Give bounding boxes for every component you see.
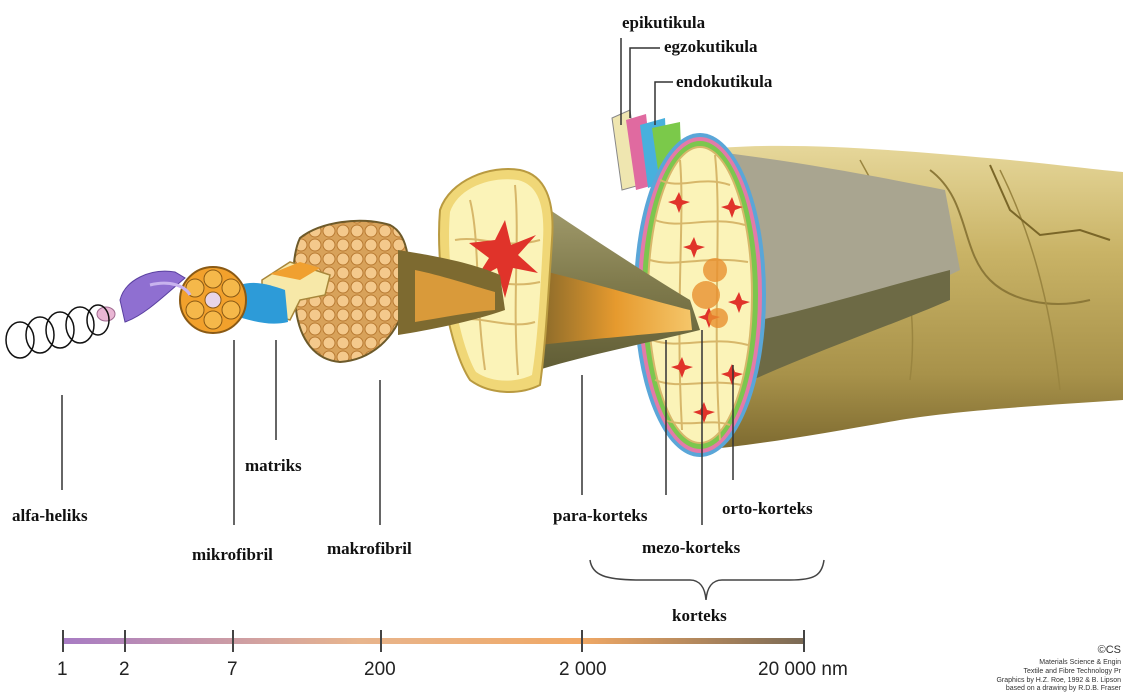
- label-para-korteks: para-korteks: [553, 507, 647, 524]
- scale-tick-label: 20 000 nm: [758, 660, 848, 679]
- credit-line: Materials Science & Engin: [1039, 659, 1121, 666]
- scale-tick-label: 2 000: [559, 660, 607, 679]
- label-mikrofibril: mikrofibril: [192, 546, 273, 563]
- label-mezo-korteks: mezo-korteks: [642, 539, 740, 556]
- label-egzokutikula: egzokutikula: [664, 38, 758, 55]
- scale-tick-label: 7: [227, 660, 238, 679]
- label-orto-korteks: orto-korteks: [722, 500, 813, 517]
- credit-line: Graphics by H.Z. Roe, 1992 & B. Lipson: [996, 677, 1121, 684]
- protofibril-tube: [97, 271, 190, 322]
- scale-tick-label: 200: [364, 660, 396, 679]
- label-korteks: korteks: [672, 607, 727, 624]
- credit-line: based on a drawing by R.D.B. Fraser: [1006, 685, 1121, 692]
- label-makrofibril: makrofibril: [327, 540, 412, 557]
- scale-tick-label: 2: [119, 660, 130, 679]
- label-matriks: matriks: [245, 457, 302, 474]
- scale-bar: [62, 630, 804, 652]
- korteks-brace: [590, 560, 824, 600]
- label-epikutikula: epikutikula: [622, 14, 705, 31]
- alpha-helix-coil: [6, 305, 109, 358]
- credit-copyright: ©CS: [1098, 645, 1121, 656]
- label-endokutikula: endokutikula: [676, 73, 772, 90]
- scale-tick-label: 1: [57, 660, 68, 679]
- label-alfa-heliks: alfa-heliks: [12, 507, 88, 524]
- credit-line: Textile and Fibre Technology Pr: [1023, 668, 1121, 675]
